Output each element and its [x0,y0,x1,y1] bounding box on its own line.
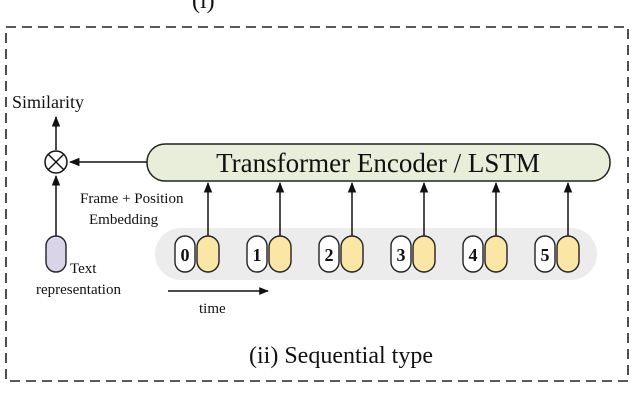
combine-operator-icon [44,150,68,174]
time-label: time [199,301,226,317]
frame-token-5: 5 [534,181,580,273]
position-token [534,235,556,273]
frame-token-2: 2 [318,181,364,273]
frame-embedding-token [268,235,292,273]
frame-embedding-token [340,235,364,273]
frame-embedding-token [556,235,580,273]
caption: (ii) Sequential type [249,343,433,369]
position-token [462,235,484,273]
frame-embedding-token [484,235,508,273]
similarity-label: Similarity [12,92,84,112]
frame-embedding-token [196,235,220,273]
frame-embedding-token [412,235,436,273]
outer-dashed-frame [5,26,629,382]
frame-row-background [155,228,597,280]
position-token [246,235,268,273]
frame-token-4: 4 [462,181,508,273]
encoder-box [146,143,611,182]
position-token [174,235,196,273]
text-representation-token [45,235,67,273]
frame-token-0: 0 [174,181,220,273]
text-label-line2: representation [36,282,121,298]
position-token [390,235,412,273]
position-index-label: 2 [325,245,334,265]
position-index-label: 4 [469,245,478,265]
embedding-label-line1: Frame + Position [80,191,184,207]
position-index-label: 0 [181,245,190,265]
position-index-label: 1 [253,245,262,265]
position-token [318,235,340,273]
frame-tokens: 0 1 2 3 4 5 [174,181,580,273]
encoder-label: Transformer Encoder / LSTM [216,148,540,178]
position-index-label: 5 [541,245,550,265]
frame-token-1: 1 [246,181,292,273]
top-label: (i) [192,0,215,14]
text-label-line1: Text [70,261,97,277]
frame-token-3: 3 [390,181,436,273]
position-index-label: 3 [397,245,406,265]
embedding-label-line2: Embedding [89,212,159,228]
